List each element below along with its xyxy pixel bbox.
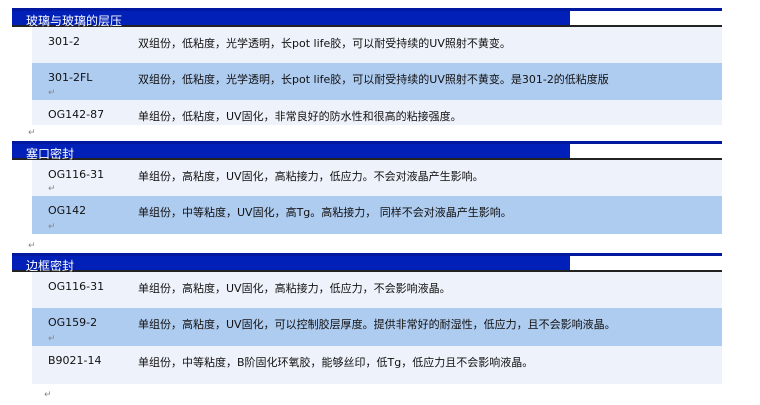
table-row[interactable]: B9021-14 单组份，中等粘度，B阶固化环氧胶，能够丝印，低Tg，低应力且不会… <box>32 346 722 384</box>
paragraph-mark: ↵ <box>44 390 52 400</box>
product-description: 双组份，低粘度，光学透明，长pot life胶，可以耐受持续的UV照射不黄变。 <box>138 37 511 50</box>
table-row[interactable]: 301-2 双组份，低粘度，光学透明，长pot life胶，可以耐受持续的UV照射… <box>32 27 722 63</box>
product-code: OG159-2 <box>48 316 98 329</box>
paragraph-mark: ↵ <box>28 241 36 251</box>
section-title: 塞口密封 <box>26 147 75 161</box>
product-description: 单组份，中等粘度，B阶固化环氧胶，能够丝印，低Tg，低应力且不会影响液晶。 <box>138 356 534 369</box>
paragraph-mark: ↵ <box>48 88 56 98</box>
section-title: 玻璃与玻璃的层压 <box>26 14 123 28</box>
paragraph-mark: ↵ <box>28 128 36 138</box>
product-description: 单组份，高粘度，UV固化，高粘接力，低应力，不会影响液晶。 <box>138 282 451 295</box>
product-code: OG142 <box>48 204 87 217</box>
product-code: OG116-31 <box>48 280 105 293</box>
table-row[interactable]: OG159-2 单组份，高粘度，UV固化，可以控制胶层厚度。提供非常好的耐湿性，低… <box>32 308 722 346</box>
section-glass-lamination: 玻璃与玻璃的层压 301-2 双组份，低粘度，光学透明，长pot life胶，可以… <box>12 8 722 125</box>
product-description: 单组份，低粘度，UV固化，非常良好的防水性和很高的粘接强度。 <box>138 110 462 123</box>
paragraph-mark: ↵ <box>48 334 56 344</box>
product-description: 单组份，高粘度，UV固化，可以控制胶层厚度。提供非常好的耐湿性，低应力，且不会影… <box>138 318 616 331</box>
product-code: 301-2 <box>48 35 80 48</box>
product-code: OG142-87 <box>48 108 105 121</box>
section-header: 边框密封 <box>12 253 722 273</box>
section-title: 边框密封 <box>26 259 75 273</box>
section-frame-seal: 边框密封 OG116-31 单组份，高粘度，UV固化，高粘接力，低应力，不会影响液… <box>12 253 722 384</box>
product-description: 单组份，高粘度，UV固化，高粘接力，低应力。不会对液晶产生影响。 <box>138 170 484 183</box>
product-description: 单组份，中等粘度，UV固化，高Tg。高粘接力， 同样不会对液晶产生影响。 <box>138 206 512 219</box>
paragraph-mark: ↵ <box>48 222 56 232</box>
table-row[interactable]: 301-2FL 双组份，低粘度，光学透明，长pot life胶，可以耐受持续的UV… <box>32 63 722 100</box>
table-row[interactable]: OG116-31 单组份，高粘度，UV固化，高粘接力，低应力，不会影响液晶。 <box>32 272 722 308</box>
section-header: 玻璃与玻璃的层压 <box>12 8 722 28</box>
section-plug-seal: 塞口密封 OG116-31 单组份，高粘度，UV固化，高粘接力，低应力。不会对液晶… <box>12 141 722 234</box>
table-row[interactable]: OG142-87 单组份，低粘度，UV固化，非常良好的防水性和很高的粘接强度。 <box>32 100 722 125</box>
product-code: 301-2FL <box>48 71 93 84</box>
product-description: 双组份，低粘度，光学透明，长pot life胶，可以耐受持续的UV照射不黄变。是… <box>138 73 609 86</box>
product-code: OG116-31 <box>48 168 105 181</box>
table-row[interactable]: OG142 单组份，中等粘度，UV固化，高Tg。高粘接力， 同样不会对液晶产生影响… <box>32 196 722 234</box>
paragraph-mark: ↵ <box>48 184 56 194</box>
table-row[interactable]: OG116-31 单组份，高粘度，UV固化，高粘接力，低应力。不会对液晶产生影响。… <box>32 160 722 196</box>
product-code: B9021-14 <box>48 354 102 367</box>
section-header: 塞口密封 <box>12 141 722 161</box>
